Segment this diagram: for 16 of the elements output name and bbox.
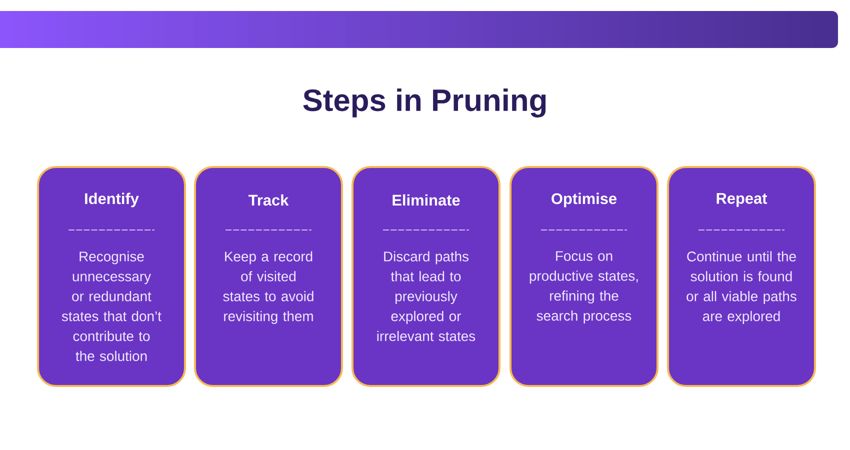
step-heading: Eliminate	[392, 194, 460, 206]
step-heading: Track	[248, 194, 289, 206]
step-description: Discard paths that lead to previously explored or irrelevant states	[377, 251, 476, 342]
step-description: Continue until the solution is found or all viable paths are explored	[686, 251, 796, 324]
step-card	[510, 166, 658, 387]
step-heading: Repeat	[716, 193, 768, 207]
step-card	[352, 166, 500, 387]
step-description: Recognise unnecessary or redundant states that don’t contribute to the solution	[62, 251, 162, 362]
step-card	[37, 166, 186, 387]
step-card	[667, 166, 816, 387]
step-heading: Identify	[85, 192, 139, 208]
step-card	[194, 166, 343, 387]
step-description: Focus on productive states, refining the search process	[530, 251, 638, 324]
step-heading: Optimise	[552, 192, 617, 208]
title: Steps in Pruning	[303, 88, 546, 118]
step-description: Keep a record of visited states to avoid revisiting them	[223, 251, 314, 324]
